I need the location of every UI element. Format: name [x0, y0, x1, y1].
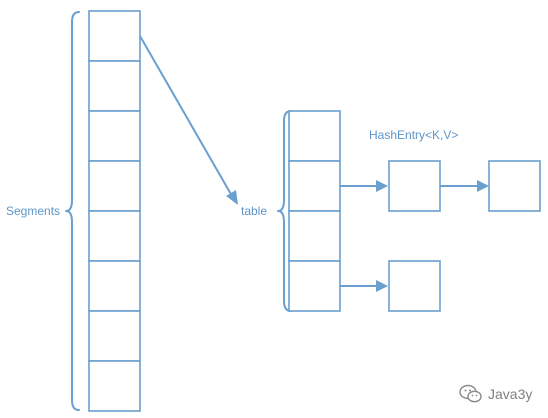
segments-brace — [65, 11, 80, 411]
table-label: table — [241, 204, 267, 218]
segment-to-table-arrowhead — [226, 190, 238, 205]
segments-array — [88, 10, 141, 412]
watermark: Java3y — [459, 384, 532, 404]
segment-cell — [88, 160, 141, 212]
segment-to-table-arrow — [139, 35, 233, 197]
table-array — [288, 110, 341, 312]
segment-cell — [88, 110, 141, 162]
segment-cell — [88, 260, 141, 312]
segment-cell — [88, 60, 141, 112]
table-brace — [277, 110, 292, 312]
table-cell — [288, 110, 341, 162]
table-to-entry-arrowhead-1 — [376, 180, 388, 192]
hash-entry-box — [388, 160, 441, 212]
wechat-icon — [459, 384, 482, 403]
entry-to-entry-arrowhead — [477, 180, 489, 192]
segment-cell — [88, 210, 141, 262]
table-cell — [288, 260, 341, 312]
table-to-entry-arrowhead-2 — [376, 280, 388, 292]
hash-entry-label: HashEntry<K,V> — [369, 128, 458, 142]
segments-label: Segments — [6, 204, 60, 218]
watermark-text: Java3y — [488, 386, 533, 402]
hash-entry-box — [388, 260, 441, 312]
table-cell — [288, 210, 341, 262]
segment-cell — [88, 10, 141, 62]
hash-entry-box — [488, 160, 541, 212]
segment-cell — [88, 360, 141, 412]
table-cell — [288, 160, 341, 212]
segment-cell — [88, 310, 141, 362]
